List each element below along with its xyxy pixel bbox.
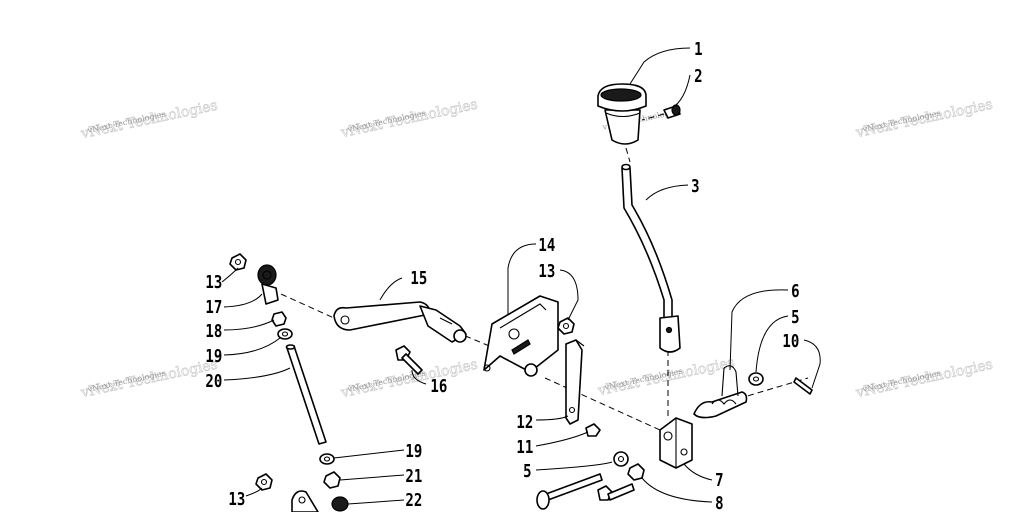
callout-21: 21 [405,465,422,486]
callout-17: 17 [205,296,222,317]
callout-13-bottom: 13 [228,488,245,509]
part-19-washer-bottom [319,453,335,465]
part-13-nut-top [229,253,247,271]
part-17-rod-end [257,264,279,305]
part-8-nut [627,463,645,481]
callout-22: 22 [405,489,422,510]
watermark-7: vNext Technologies vNext Technologies [595,354,736,399]
part-2-set-screw [641,104,681,121]
callout-13-bracket: 13 [538,260,555,281]
callout-20: 20 [205,370,222,391]
callout-19-top: 19 [205,345,222,366]
watermark-5: vNext Technologies vNext Technologies [78,356,219,401]
callout-11: 11 [516,436,533,457]
part-14-bracket [483,295,559,377]
callout-12: 12 [516,411,533,432]
bolt-lower [597,483,635,501]
part-13-nut-bottom [255,473,273,491]
callout-5-upper: 5 [791,306,799,327]
callout-2: 2 [694,65,702,86]
part-6-spring-clip [693,365,748,419]
callout-5-lower: 5 [523,460,531,481]
part-13-nut-bracket [557,317,575,335]
part-5-washer-upper [748,372,764,386]
callout-numbers: 1 2 3 6 5 10 14 13 15 13 17 18 19 20 16 … [205,38,799,512]
part-18-jam-nut [271,311,287,327]
part-19-washer-top [277,328,293,340]
callout-10: 10 [782,330,799,351]
part-5-washer-lower [613,451,629,467]
watermark-2: vNext Technologies vNext Technologies [338,96,479,141]
callout-6: 6 [791,280,799,301]
part-21-jam-nut [323,471,341,489]
pivot-pin [536,473,603,510]
callout-16: 16 [430,375,447,396]
leader-lines [221,47,821,505]
callout-7: 7 [715,469,723,490]
part-3-shift-lever [621,163,681,353]
part-12-strap [565,339,585,425]
callout-8: 8 [715,492,723,512]
callout-14: 14 [538,234,555,255]
callout-1: 1 [694,38,702,59]
callout-18: 18 [205,320,222,341]
watermark-1: vNext Technologies vNext Technologies [78,97,219,142]
callout-3: 3 [691,175,699,196]
part-1-shift-knob [597,83,647,145]
part-11-bolt [585,423,601,437]
part-22-rod-end [291,490,349,512]
watermark-8: vNext Technologies vNext Technologies [853,356,994,401]
part-15-arm [333,301,467,343]
part-20-rod [285,344,327,445]
watermark-4: vNext Technologies vNext Technologies [853,96,994,141]
part-7-pivot-block [659,417,693,469]
part-16-bolt [395,345,423,375]
callout-19-bottom: 19 [405,440,422,461]
part-10-cotter-pin [793,377,813,395]
callout-13-top: 13 [205,271,222,292]
callout-15: 15 [410,267,427,288]
